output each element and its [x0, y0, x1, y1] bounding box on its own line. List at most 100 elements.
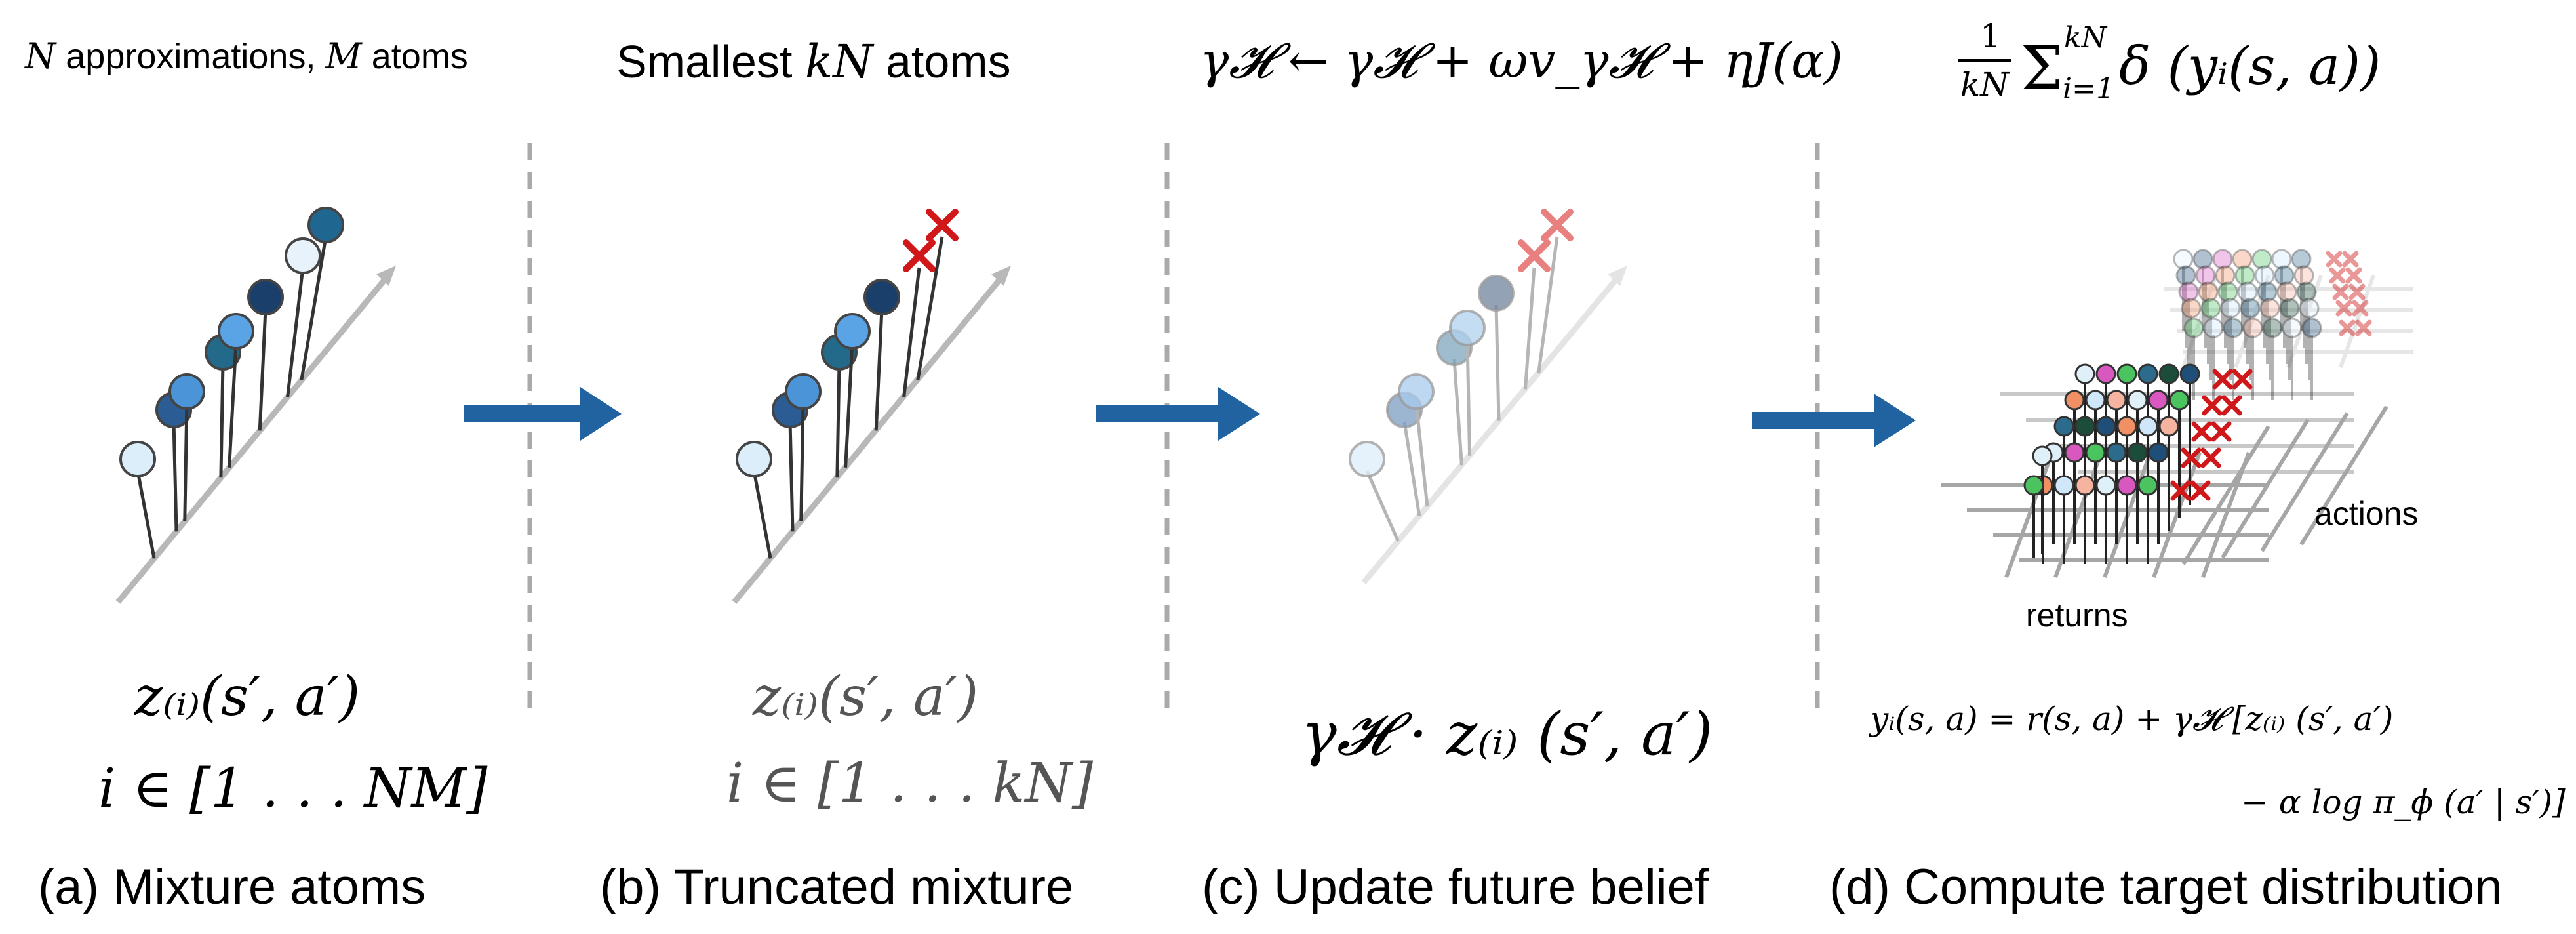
atom-dot: [2032, 445, 2053, 466]
sum-symbol: Σ: [2021, 33, 2063, 104]
atom-removed-cross: [2181, 447, 2202, 468]
atom-dot: [2299, 298, 2320, 319]
atom-removed-cross: [2212, 369, 2233, 390]
grid-line: [2339, 274, 2375, 369]
grid-line: [2181, 425, 2270, 565]
atom-stem: [300, 236, 328, 380]
panel-a-atom-plot: [115, 207, 396, 604]
atom-stem: [835, 363, 841, 478]
atom-dot: [2240, 298, 2261, 319]
atom-stem: [1365, 470, 1400, 542]
atom-removed-cross: [2211, 421, 2232, 442]
atom-stem: [916, 236, 944, 380]
atom-dot: [2137, 416, 2158, 437]
panel-b-caption: (b) Truncated mixture: [600, 859, 1073, 915]
atom-dot: [2215, 265, 2236, 286]
atom-dot: [119, 441, 156, 477]
axis-arrowhead: [376, 266, 396, 286]
atom-dot: [247, 279, 284, 315]
atom-dot: [2251, 249, 2272, 270]
panel-d-formula-1: yᵢ(s, a) = r(s, a) + γ𝓗 [z₍ᵢ₎ (s′, a′): [1869, 700, 2393, 738]
axis-arrowhead: [991, 266, 1011, 286]
atom-removed-cross: [2335, 300, 2352, 317]
atom-dot: [2116, 416, 2137, 437]
panel-a: N approximations, M atoms z₍ᵢ₎(s′, a′) i…: [24, 35, 488, 915]
atom-dot: [2074, 363, 2095, 384]
atom-dot: [1349, 441, 1385, 477]
panel-b-header: Smallest kN atoms: [616, 35, 1011, 89]
panel-c-formula: γ𝓗 · z₍ᵢ₎ (s′, a′): [1301, 700, 1713, 769]
atom-stem: [172, 421, 178, 532]
panel-b-formula-1: z₍ᵢ₎(s′, a′): [752, 666, 978, 728]
atom-dot: [2212, 249, 2233, 270]
atom-dot: [2220, 298, 2241, 319]
panel-c-header: γ𝓗 ← γ𝓗 + ωv_γ𝓗 + ηJ(α): [1200, 33, 1843, 89]
atom-dot: [2223, 317, 2244, 338]
flow-arrow-3: [1752, 394, 1916, 447]
atom-dot: [2237, 281, 2258, 302]
atom-removed-cross: [2190, 480, 2211, 501]
atom-dot: [2242, 317, 2263, 338]
atom-dot: [2175, 265, 2196, 286]
atom-dot: [168, 373, 205, 410]
atom-dot: [2178, 281, 2199, 302]
atom-dot: [863, 279, 900, 315]
atom-dot: [2127, 442, 2148, 463]
atom-removed-cross: [926, 209, 959, 241]
sum-body: δ (yᵢ(s, a)): [2119, 35, 2381, 96]
atom-dot: [307, 207, 344, 243]
atom-dot: [1478, 275, 1515, 312]
atom-dot: [2232, 249, 2253, 270]
atom-removed-cross: [2221, 395, 2242, 416]
flow-arrow-2: [1096, 387, 1260, 441]
grid-line: [2299, 405, 2388, 546]
atom-dot: [2023, 475, 2044, 496]
atom-stem: [228, 342, 238, 468]
atom-dot: [2217, 281, 2238, 302]
axis-label-returns: returns: [2026, 597, 2128, 634]
atom-dot: [2085, 442, 2106, 463]
fraction-numerator: 1: [1980, 17, 2001, 55]
panel-b-formula-2: i ∈ [1 . . . kN]: [726, 752, 1094, 815]
panel-c-atom-plot: [1349, 209, 1627, 584]
atom-stem: [844, 342, 854, 468]
axis-arrowhead: [1608, 266, 1627, 286]
atom-dot: [2148, 442, 2169, 463]
panel-d-header: 1 kN Σ kN i=1 δ (yᵢ(s, a)): [1958, 17, 2381, 106]
atom-stem: [902, 267, 921, 397]
atom-dot: [2173, 249, 2194, 270]
atom-dot: [2279, 298, 2300, 319]
atom-dot: [736, 441, 772, 477]
atom-stem: [183, 403, 189, 521]
atom-dot: [2053, 416, 2074, 437]
axis-label-actions: actions: [2314, 495, 2418, 532]
atom-stem: [1452, 359, 1463, 466]
panel-d-formula-2: − α log π_ϕ (a′ | s′)]: [2241, 783, 2566, 821]
atom-dot: [285, 237, 321, 274]
grid-line: [2286, 274, 2323, 369]
grid-line: [2152, 451, 2202, 579]
atom-dot: [2127, 390, 2148, 411]
grid-line: [2181, 274, 2218, 369]
atom-dot: [2158, 416, 2179, 437]
atom-removed-cross: [2348, 283, 2366, 300]
atom-dot: [2271, 249, 2292, 270]
atom-dot: [2234, 265, 2255, 286]
sum-upper: kN: [2064, 21, 2108, 54]
atom-stem: [1402, 421, 1421, 516]
atom-dot: [2291, 249, 2312, 270]
atom-stem: [219, 363, 225, 478]
atom-dot: [2074, 475, 2095, 496]
atom-dot: [2200, 298, 2221, 319]
atom-dot: [2053, 475, 2074, 496]
atom-dot: [2192, 249, 2213, 270]
atom-removed-cross: [2332, 283, 2349, 300]
panel-a-header: N approximations, M atoms: [24, 35, 468, 77]
atom-stem: [788, 421, 795, 532]
panel-a-formula-2: i ∈ [1 . . . NM]: [98, 758, 488, 820]
panel-b: Smallest kN atoms z₍ᵢ₎(s′, a′) i ∈ [1 . …: [600, 35, 1094, 915]
baseline-axis: [1361, 274, 1622, 584]
atom-removed-cross: [2326, 251, 2343, 268]
atom-dot: [1398, 373, 1435, 410]
